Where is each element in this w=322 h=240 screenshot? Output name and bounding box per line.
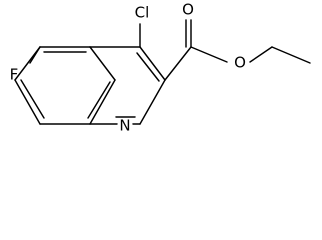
- bond-right-ring-lower-right: [139, 79, 166, 125]
- bond-right-ring-upper-right-inner: [136, 52, 160, 82]
- chemical-structure-svg: F Cl N O O: [0, 0, 322, 138]
- chemical-structure-diagram: F Cl N O O: [0, 0, 322, 138]
- fluorine-label: F: [10, 66, 19, 84]
- bond-right-ring-upper-right: [139, 46, 166, 81]
- bond-left-ring-lower-left: [14, 79, 41, 125]
- ester-oxygen-label: O: [234, 54, 246, 72]
- bond-ester-oxygen-to-ethyl: [249, 46, 273, 63]
- diagram-background: [0, 0, 322, 138]
- nitrogen-label: N: [119, 117, 130, 135]
- bond-left-ring-upper-right: [89, 46, 116, 81]
- bond-carbonyl-to-ester-oxygen: [190, 46, 228, 63]
- bond-ring-to-carbonyl-carbon: [164, 46, 192, 81]
- bond-ethyl-terminal: [271, 46, 311, 64]
- bond-ring-fusion: [89, 79, 116, 125]
- chlorine-label: Cl: [135, 4, 150, 22]
- carbonyl-oxygen-label: O: [182, 1, 194, 19]
- bond-ring-fusion-inner: [87, 81, 111, 119]
- bond-left-ring-lower-left-inner: [20, 79, 45, 119]
- bond-left-ring-upper-left: [14, 46, 41, 81]
